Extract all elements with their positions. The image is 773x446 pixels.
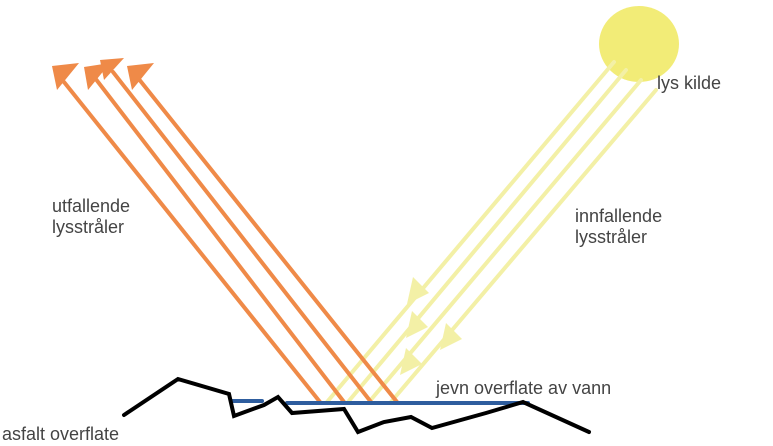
outgoing-arrowhead xyxy=(52,63,79,90)
incoming-rays-label-line: lysstråler xyxy=(575,227,648,247)
incoming-arrowhead xyxy=(406,311,428,338)
water-surface xyxy=(230,399,530,405)
incoming-arrowhead xyxy=(407,277,429,304)
incoming-arrowhead xyxy=(400,348,422,375)
incoming-arrowheads xyxy=(400,277,462,375)
asphalt-surface xyxy=(122,376,591,435)
incoming-ray xyxy=(346,68,628,404)
incoming-ray xyxy=(325,60,616,404)
outgoing-ray xyxy=(62,80,322,404)
incoming-arrowhead xyxy=(440,323,462,350)
light-source-label: lys kilde xyxy=(657,73,722,93)
outgoing-arrowhead xyxy=(100,58,124,80)
incoming-ray xyxy=(367,78,643,404)
outgoing-rays-label-line: lysstråler xyxy=(52,217,125,237)
incoming-rays-label: innfallende lysstråler xyxy=(575,206,662,248)
incoming-rays xyxy=(325,60,658,404)
incoming-rays-label-line: innfallende xyxy=(575,206,663,226)
outgoing-rays-label-line: utfallende xyxy=(52,196,131,216)
outgoing-arrowheads xyxy=(52,58,154,90)
sun-icon xyxy=(599,6,679,82)
outgoing-ray xyxy=(111,70,373,404)
asphalt-surface-label: asfalt overflate xyxy=(2,424,120,444)
outgoing-rays xyxy=(62,70,399,404)
outgoing-arrowhead xyxy=(127,63,154,90)
incoming-ray xyxy=(389,88,658,404)
outgoing-ray xyxy=(136,76,399,404)
water-surface-label: jevn overflate av vann xyxy=(436,378,612,398)
outgoing-rays-label: utfallende lysstråler xyxy=(52,196,130,238)
outgoing-ray xyxy=(93,76,346,404)
